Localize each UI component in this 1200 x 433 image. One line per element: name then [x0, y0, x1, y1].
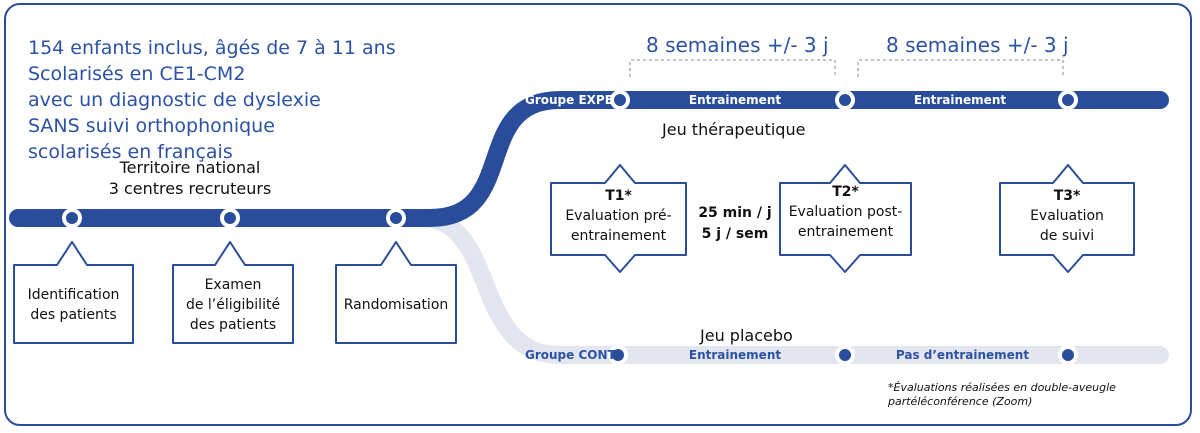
expe-segment-2: Entrainement — [913, 93, 1007, 107]
node-cont-t2 — [835, 345, 855, 365]
criteria-line: avec un diagnostic de dyslexie — [28, 89, 321, 111]
evaluation-t1-title: T1* — [605, 188, 632, 204]
expe-game: Jeu thérapeutique — [662, 120, 806, 139]
node-eligibility — [220, 208, 240, 228]
evaluation-t3-line: de suivi — [1039, 228, 1095, 244]
frequency-line-2: 5 j / sem — [701, 226, 769, 242]
main-track — [9, 91, 1169, 227]
footnote-line-2: partéléconférence (Zoom) — [888, 395, 1033, 408]
step-label: des patients — [189, 317, 277, 333]
callout-identification — [13, 241, 134, 344]
duration-1: 8 semaines +/- 3 j — [646, 33, 829, 57]
criteria-line: 154 enfants inclus, âgés de 7 à 11 ans — [28, 37, 396, 59]
criteria-line: scolarisés en français — [28, 141, 233, 163]
callout-randomisation — [335, 241, 457, 344]
step-label: des patients — [30, 307, 117, 323]
recruitment-info: Territoire national 3 centres recruteurs — [60, 157, 320, 199]
node-identification — [62, 208, 82, 228]
node-expe-t3 — [1058, 90, 1078, 110]
evaluation-t1-line: Evaluation pré- — [565, 208, 672, 224]
evaluation-t1-line: entrainement — [570, 228, 667, 244]
step-identification: Identification des patients — [14, 285, 133, 325]
step-label: Identification — [27, 287, 120, 303]
duration-bracket-1 — [629, 59, 836, 77]
frequency-line-1: 25 min / j — [698, 205, 772, 221]
duration-2: 8 semaines +/- 3 j — [886, 33, 1069, 57]
callout-t1 — [550, 164, 687, 273]
cont-segment-2: Pas d’entrainement — [895, 348, 1030, 362]
node-cont-t1 — [608, 345, 628, 365]
evaluation-t3-line: Evaluation — [1030, 208, 1104, 224]
evaluation-t3-title: T3* — [1053, 188, 1081, 204]
duration-bracket-2 — [857, 59, 1064, 77]
evaluation-t2-line: Evaluation post- — [788, 204, 903, 220]
control-track — [411, 209, 1169, 364]
node-expe-t2 — [835, 90, 855, 110]
training-frequency: 25 min / j 5 j / sem — [690, 203, 780, 245]
diagram-frame — [4, 3, 1192, 426]
callout-eligibility — [172, 241, 294, 344]
evaluation-t2-title: T2* — [832, 184, 859, 200]
step-label: Examen — [204, 277, 262, 293]
step-eligibility: Examen de l’éligibilité des patients — [173, 275, 293, 335]
step-label: Randomisation — [343, 297, 449, 313]
group-expe-label: Groupe EXPE — [525, 93, 613, 107]
group-cont-label: Groupe CONT — [525, 348, 616, 362]
cont-segment-1: Entrainement — [688, 348, 782, 362]
recruitment-line-1: Territoire national — [119, 158, 261, 177]
expe-segment-1: Entrainement — [688, 93, 782, 107]
node-expe-t1 — [610, 90, 630, 110]
footnote-line-1: *Évaluations réalisées en double-aveugle — [888, 381, 1116, 394]
callout-t2 — [779, 164, 912, 273]
evaluation-t3: T3* Evaluation de suivi — [1000, 186, 1134, 246]
evaluation-t2: T2* Evaluation post- entrainement — [780, 182, 911, 242]
criteria-line: SANS suivi orthophonique — [28, 115, 275, 137]
recruitment-line-2: 3 centres recruteurs — [108, 179, 272, 198]
inclusion-criteria: 154 enfants inclus, âgés de 7 à 11 ans S… — [28, 35, 396, 165]
callout-t3 — [999, 164, 1135, 273]
step-label: de l’éligibilité — [185, 297, 281, 313]
evaluation-t2-line: entrainement — [797, 224, 894, 240]
footnote: *Évaluations réalisées en double-aveugle… — [888, 381, 1116, 409]
node-randomisation — [386, 208, 406, 228]
cont-game: Jeu placebo — [700, 326, 793, 345]
node-cont-t3 — [1058, 345, 1078, 365]
step-randomisation: Randomisation — [336, 295, 456, 315]
evaluation-t1: T1* Evaluation pré- entrainement — [551, 186, 686, 246]
criteria-line: Scolarisés en CE1-CM2 — [28, 63, 246, 85]
